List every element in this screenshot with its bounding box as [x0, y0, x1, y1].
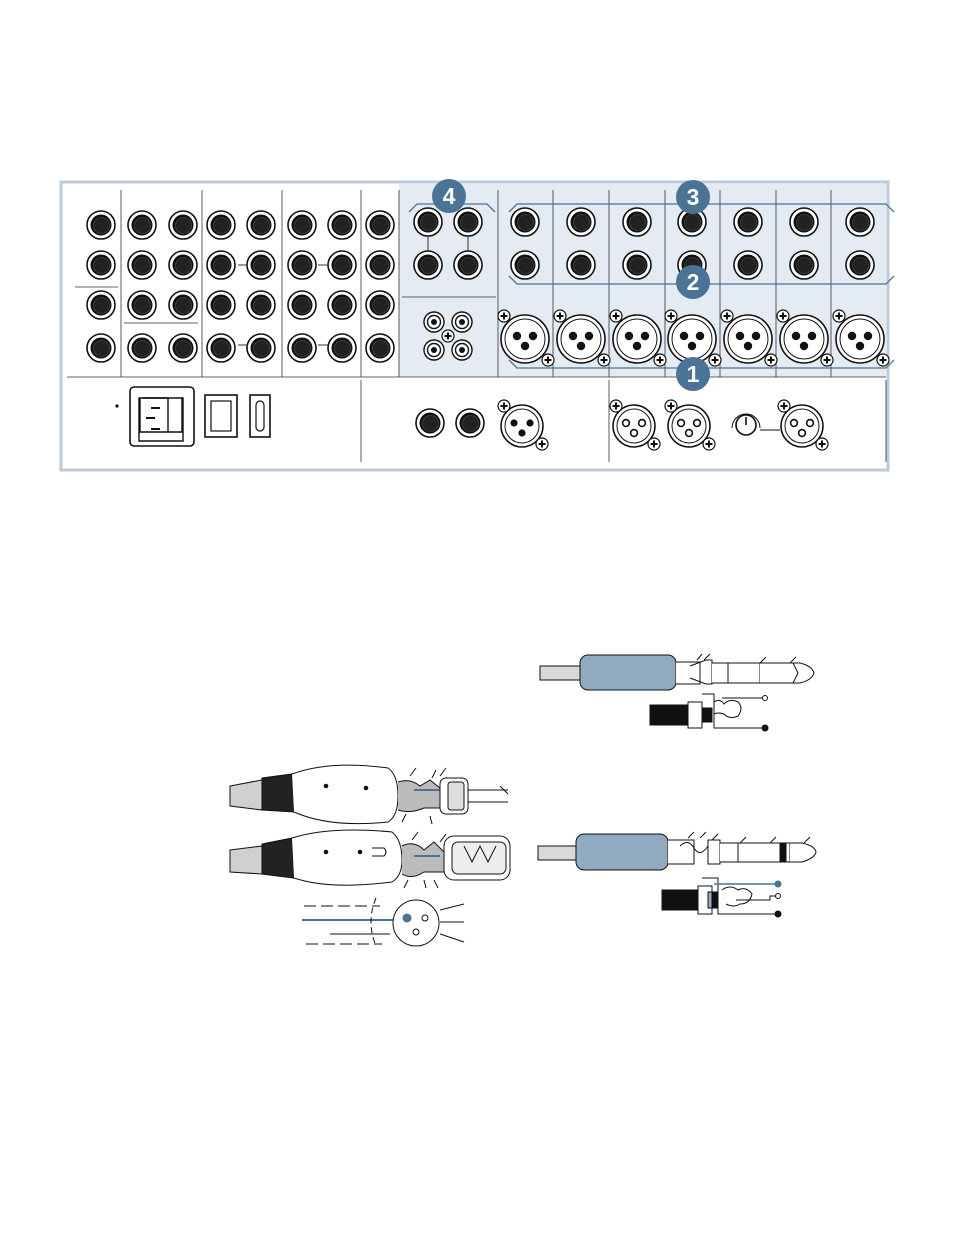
xlr-connector-icon: [230, 765, 508, 824]
ts-plug-icon: [540, 654, 814, 731]
trs-plug-icon: [538, 832, 816, 917]
xlr-wiring-schematic: [302, 898, 464, 946]
xlr-connector-icon: [230, 830, 510, 888]
